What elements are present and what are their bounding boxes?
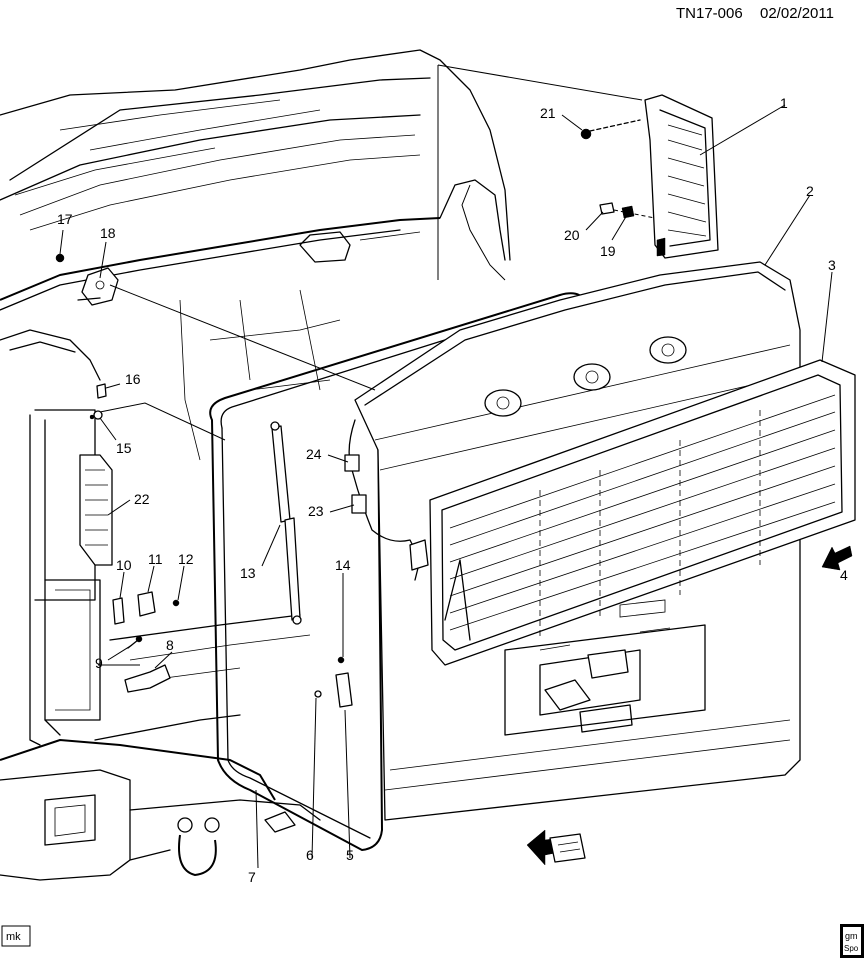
callout-9: 9 — [95, 655, 103, 671]
callout-23: 23 — [308, 503, 324, 519]
callout-24: 24 — [306, 446, 322, 462]
callout-20: 20 — [564, 227, 580, 243]
wiring-harness — [344, 419, 429, 581]
callout-16: 16 — [125, 371, 141, 387]
callout-15: 15 — [116, 440, 132, 456]
leader-lines — [59, 104, 833, 869]
vehicle-body — [0, 49, 511, 881]
callout-8: 8 — [166, 637, 174, 653]
bumper-15 — [89, 410, 103, 420]
gm-spo-logo: gm Spo — [840, 924, 864, 958]
pin-6 — [314, 690, 322, 698]
diagram-code: TN17-006 — [676, 5, 743, 22]
callout-19: 19 — [600, 243, 616, 259]
clip-14 — [337, 656, 345, 664]
callout-13: 13 — [240, 565, 256, 581]
callout-1: 1 — [780, 95, 788, 111]
author-initials: mk — [6, 931, 21, 943]
view-arrow-4 — [821, 545, 853, 571]
svg-text:Spo: Spo — [844, 944, 859, 953]
liftgate-strut — [270, 421, 302, 625]
callout-11: 11 — [148, 551, 163, 567]
callout-14: 14 — [335, 557, 351, 573]
callout-7: 7 — [248, 869, 256, 885]
diagram-date: 02/02/2011 — [760, 5, 834, 22]
front-direction-icon — [526, 829, 586, 866]
callout-18: 18 — [100, 225, 116, 241]
liftgate-window-glass — [429, 359, 856, 666]
callout-3: 3 — [828, 257, 836, 273]
bolt-17 — [55, 253, 65, 263]
callout-12: 12 — [178, 551, 194, 567]
callout-22: 22 — [134, 491, 150, 507]
hinge-18 — [77, 267, 119, 306]
callout-6: 6 — [306, 847, 314, 863]
callout-10: 10 — [116, 557, 132, 573]
callout-2: 2 — [806, 183, 814, 199]
callout-labels: 1 2 3 4 5 6 7 8 9 10 11 12 13 14 15 16 1… — [57, 95, 848, 885]
bracket-8 — [124, 664, 171, 693]
callout-17: 17 — [57, 211, 73, 227]
liftgate-lamp-openings — [484, 336, 687, 417]
latch-11 — [137, 591, 156, 617]
bumper-16 — [96, 383, 107, 399]
screw-21 — [580, 119, 641, 140]
author-initials-box: mk — [1, 925, 31, 947]
screw-12 — [172, 599, 180, 607]
tail-lamp-assembly — [644, 94, 719, 259]
striker-10 — [112, 597, 125, 625]
clip-20 — [599, 202, 615, 215]
nut-19 — [621, 205, 635, 219]
callout-5: 5 — [346, 847, 354, 863]
svg-text:gm: gm — [845, 931, 858, 941]
callout-4: 4 — [840, 567, 848, 583]
callout-21: 21 — [540, 105, 556, 121]
bumper-5 — [335, 672, 353, 708]
